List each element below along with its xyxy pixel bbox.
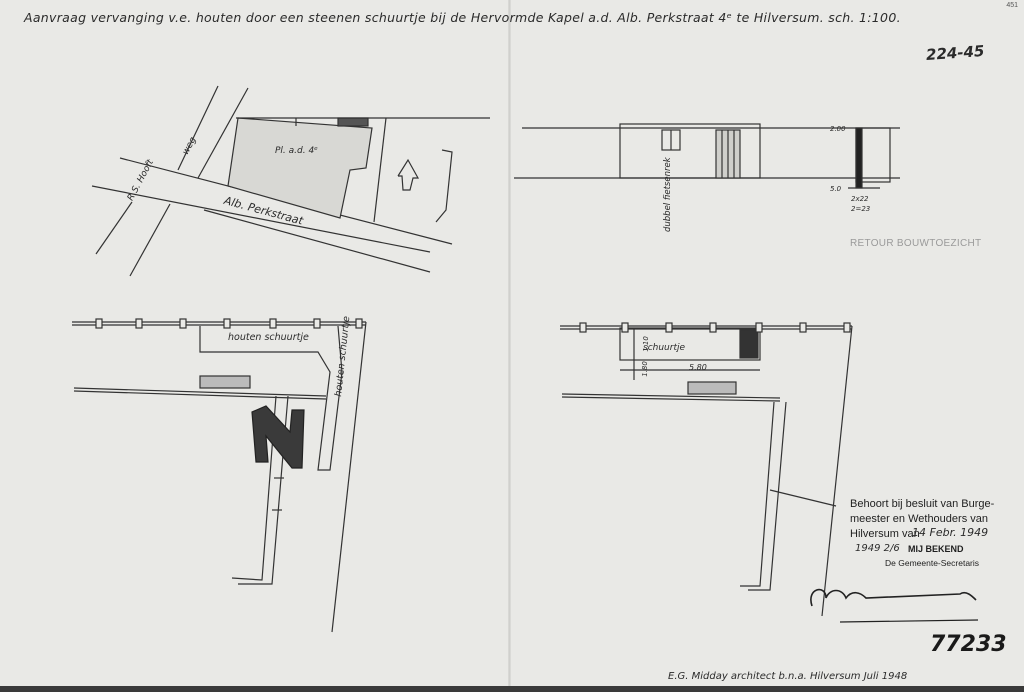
street-edge-line xyxy=(177,85,219,171)
street-edge-line xyxy=(91,185,431,253)
elevation-dimension: 5.0 xyxy=(830,185,842,193)
document-title: Aanvraag vervanging v.e. houten door een… xyxy=(24,10,901,25)
boundary-line xyxy=(373,117,387,223)
rack-plan xyxy=(739,329,759,359)
decision-stamp-line: Behoort bij besluit van Burge- xyxy=(850,498,995,510)
architect-line: E.G. Midday architect b.n.a. Hilversum J… xyxy=(668,671,908,682)
decision-year: 1949 2/6 xyxy=(855,543,900,554)
north-arrow xyxy=(397,158,420,191)
signature xyxy=(810,588,977,607)
signature-underline xyxy=(839,619,979,623)
shed-outline xyxy=(199,325,343,471)
dimension-label: 1.80 xyxy=(640,361,649,377)
wall-line xyxy=(740,401,775,587)
wall-line xyxy=(231,395,277,581)
dimension-label: 1.10 xyxy=(641,336,650,352)
dimension-line xyxy=(769,489,837,507)
street-edge-line xyxy=(95,201,133,255)
boundary-line xyxy=(435,149,453,223)
fence-line xyxy=(561,393,781,399)
street-edge-line xyxy=(203,209,431,273)
street-edge-line xyxy=(197,87,249,179)
bench xyxy=(199,375,251,389)
label-fietsenrek: dubbel fietsenrek xyxy=(663,157,673,232)
fence-line xyxy=(561,396,781,402)
wall-line xyxy=(238,395,289,585)
shed-plan xyxy=(619,327,761,361)
fold-line xyxy=(508,0,511,692)
shed-elevation xyxy=(619,123,761,179)
label-schuurtje: schuurtje xyxy=(643,343,686,353)
secretary-stamp: De Gemeente-Secretaris xyxy=(885,558,980,568)
label-houten-schuurtje-top: houten schuurtje xyxy=(228,332,309,343)
plot-label: Pl. a.d. 4ᵉ xyxy=(275,146,318,156)
archive-number: 77233 xyxy=(930,632,1007,657)
n-marking xyxy=(251,405,305,469)
retour-stamp: RETOUR BOUWTOEZICHT xyxy=(850,238,982,249)
wall-line xyxy=(748,401,787,591)
elevation-dimension: 2=23 xyxy=(851,205,871,213)
fence-line xyxy=(331,321,367,633)
fence-posts xyxy=(95,318,363,329)
dimension-label: 5.80 xyxy=(689,363,707,372)
mij-bekend-stamp: MIJ BEKEND xyxy=(908,544,964,554)
plot-shape xyxy=(227,117,373,219)
bench xyxy=(687,381,737,395)
street-edge-line xyxy=(129,203,171,277)
plot-shed xyxy=(337,117,369,127)
sheet-edge xyxy=(0,686,1024,692)
decision-stamp-line: meester en Wethouders van xyxy=(850,513,988,525)
fence-line xyxy=(73,390,327,400)
decision-date: 14 Febr. 1949 xyxy=(912,526,989,539)
elevation-dimension: 2.00 xyxy=(830,125,846,133)
fence-posts xyxy=(579,322,851,333)
elevation-dimension: 2x22 xyxy=(851,195,869,203)
corner-number: 451 xyxy=(1006,2,1018,9)
fence-line xyxy=(821,325,853,617)
decision-stamp-line: Hilversum van xyxy=(850,528,920,540)
fence-line xyxy=(73,387,327,397)
